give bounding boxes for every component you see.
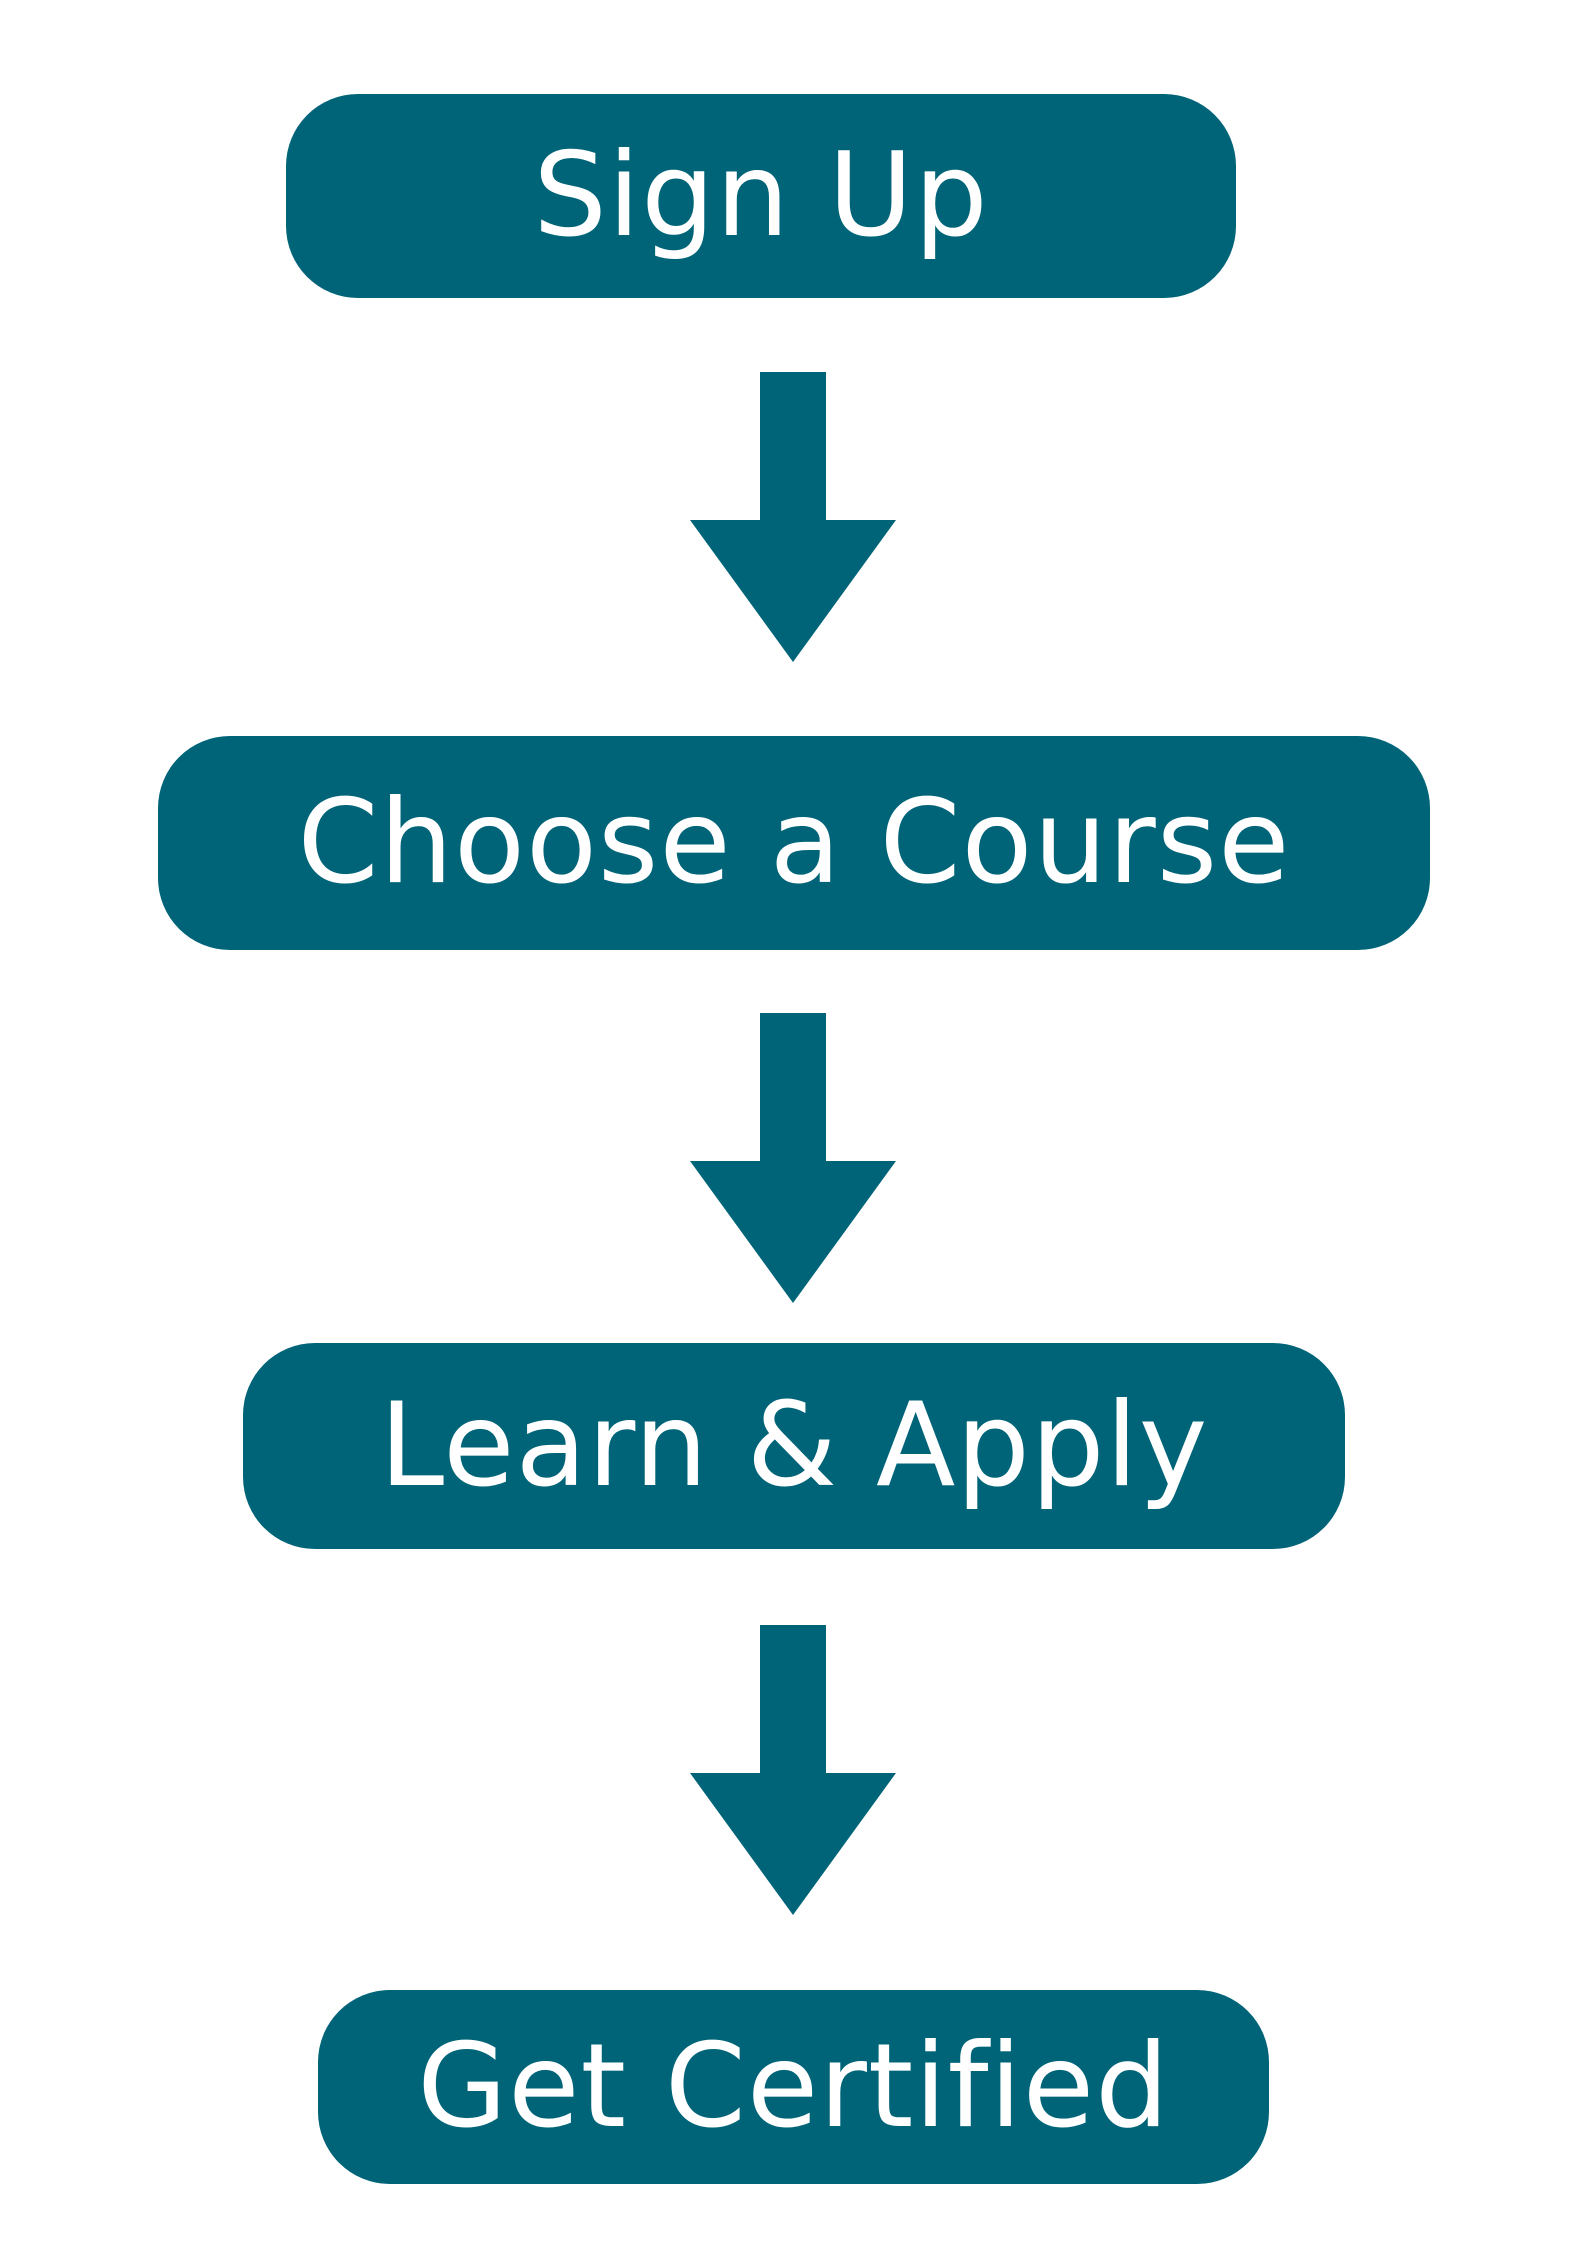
arrow-down-icon (690, 1013, 896, 1303)
arrow-down-icon (690, 1625, 896, 1915)
arrow-down-icon (690, 372, 896, 662)
flow-step-label: Choose a Course (297, 775, 1291, 910)
flow-step-sign-up: Sign Up (286, 94, 1236, 298)
flow-step-label: Sign Up (533, 128, 989, 263)
flow-step-learn-and-apply: Learn & Apply (243, 1343, 1345, 1549)
flow-step-get-certified: Get Certified (318, 1990, 1269, 2184)
flow-step-label: Get Certified (417, 2019, 1170, 2154)
flow-step-label: Learn & Apply (379, 1378, 1209, 1513)
flow-step-choose-a-course: Choose a Course (158, 736, 1430, 950)
